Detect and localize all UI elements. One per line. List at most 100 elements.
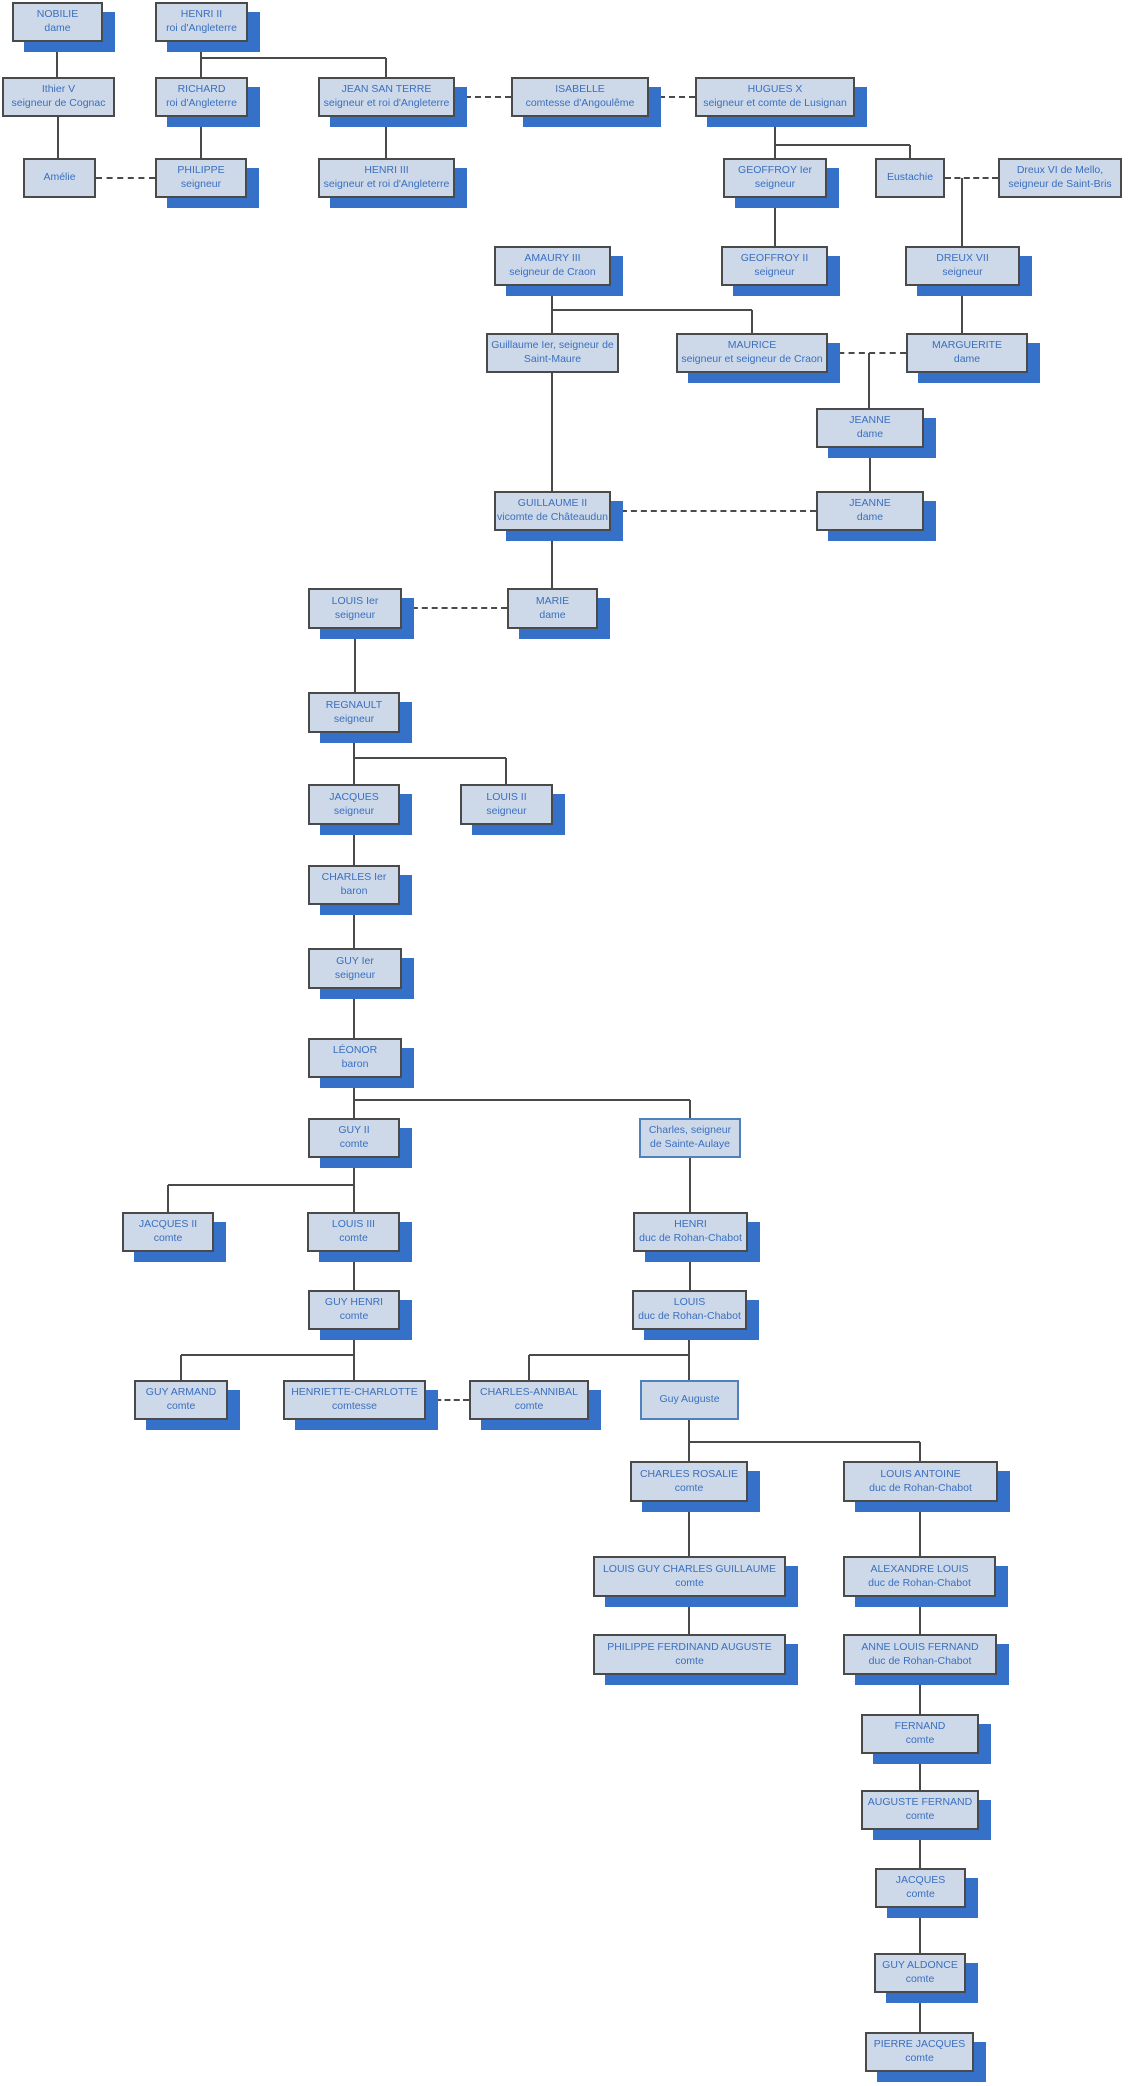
node-guy-auguste[interactable]: Guy Auguste xyxy=(640,1380,739,1420)
person-title: dame xyxy=(856,511,884,523)
node-dreux-vi-de-mello[interactable]: Dreux VI de Mello,seigneur de Saint-Bris xyxy=(998,158,1122,198)
marriage-connector xyxy=(455,96,511,98)
marriage-connector xyxy=(96,177,155,179)
person-name: GUY Ier xyxy=(336,954,374,967)
person-title: seigneur xyxy=(334,968,376,981)
descent-connector xyxy=(353,1330,355,1380)
person-title: comte xyxy=(339,1232,368,1244)
person-title: comte xyxy=(675,1576,704,1589)
descent-connector xyxy=(354,757,506,759)
person-name: Charles, seigneur xyxy=(648,1124,732,1137)
person-name: LÉONOR xyxy=(332,1044,378,1057)
descent-connector xyxy=(200,42,202,77)
descent-connector xyxy=(919,1675,921,1714)
person-name: MARIE xyxy=(535,594,570,607)
person-title: baron xyxy=(341,1058,369,1070)
descent-connector xyxy=(353,905,355,948)
descent-connector xyxy=(385,117,387,158)
node-amelie[interactable]: Amélie xyxy=(23,158,96,198)
person-title: duc de Rohan-Chabot xyxy=(868,1654,972,1667)
person-title: comte xyxy=(514,1400,544,1412)
marriage-connector xyxy=(649,96,695,98)
person-title: baron xyxy=(340,885,368,897)
person-name: JEANNE xyxy=(849,497,891,510)
person-title: comte xyxy=(905,2052,934,2064)
person-name: LOUIS Ier xyxy=(331,594,379,607)
person-name: AUGUSTE FERNAND xyxy=(867,1796,973,1809)
person-title: duc de Rohan-Chabot xyxy=(868,1576,971,1589)
person-title: Saint-Maure xyxy=(523,353,582,365)
person-name: JACQUES II xyxy=(138,1218,198,1231)
person-title: dame xyxy=(539,608,566,621)
person-name: HENRI xyxy=(674,1218,707,1231)
descent-connector xyxy=(919,1502,921,1556)
descent-connector xyxy=(688,1420,690,1461)
descent-connector xyxy=(961,178,963,246)
person-name: GEOFFROY Ier xyxy=(738,164,812,177)
person-name: JACQUES xyxy=(895,1874,946,1887)
marriage-connector xyxy=(402,607,507,609)
descent-connector xyxy=(688,1597,690,1634)
person-title: duc de Rohan-Chabot xyxy=(638,1310,741,1322)
descent-connector xyxy=(551,373,553,491)
person-title: seigneur xyxy=(754,266,795,278)
descent-connector xyxy=(551,531,553,588)
person-name: ANNE LOUIS FERNAND xyxy=(861,1640,979,1653)
descent-connector xyxy=(751,310,753,333)
descent-connector xyxy=(354,629,356,692)
descent-connector xyxy=(57,117,59,158)
descent-connector xyxy=(774,198,776,246)
node-eustachie[interactable]: Eustachie xyxy=(875,158,945,198)
person-title: seigneur de Saint-Bris xyxy=(1008,178,1112,190)
person-name: LOUIS II xyxy=(486,790,527,803)
